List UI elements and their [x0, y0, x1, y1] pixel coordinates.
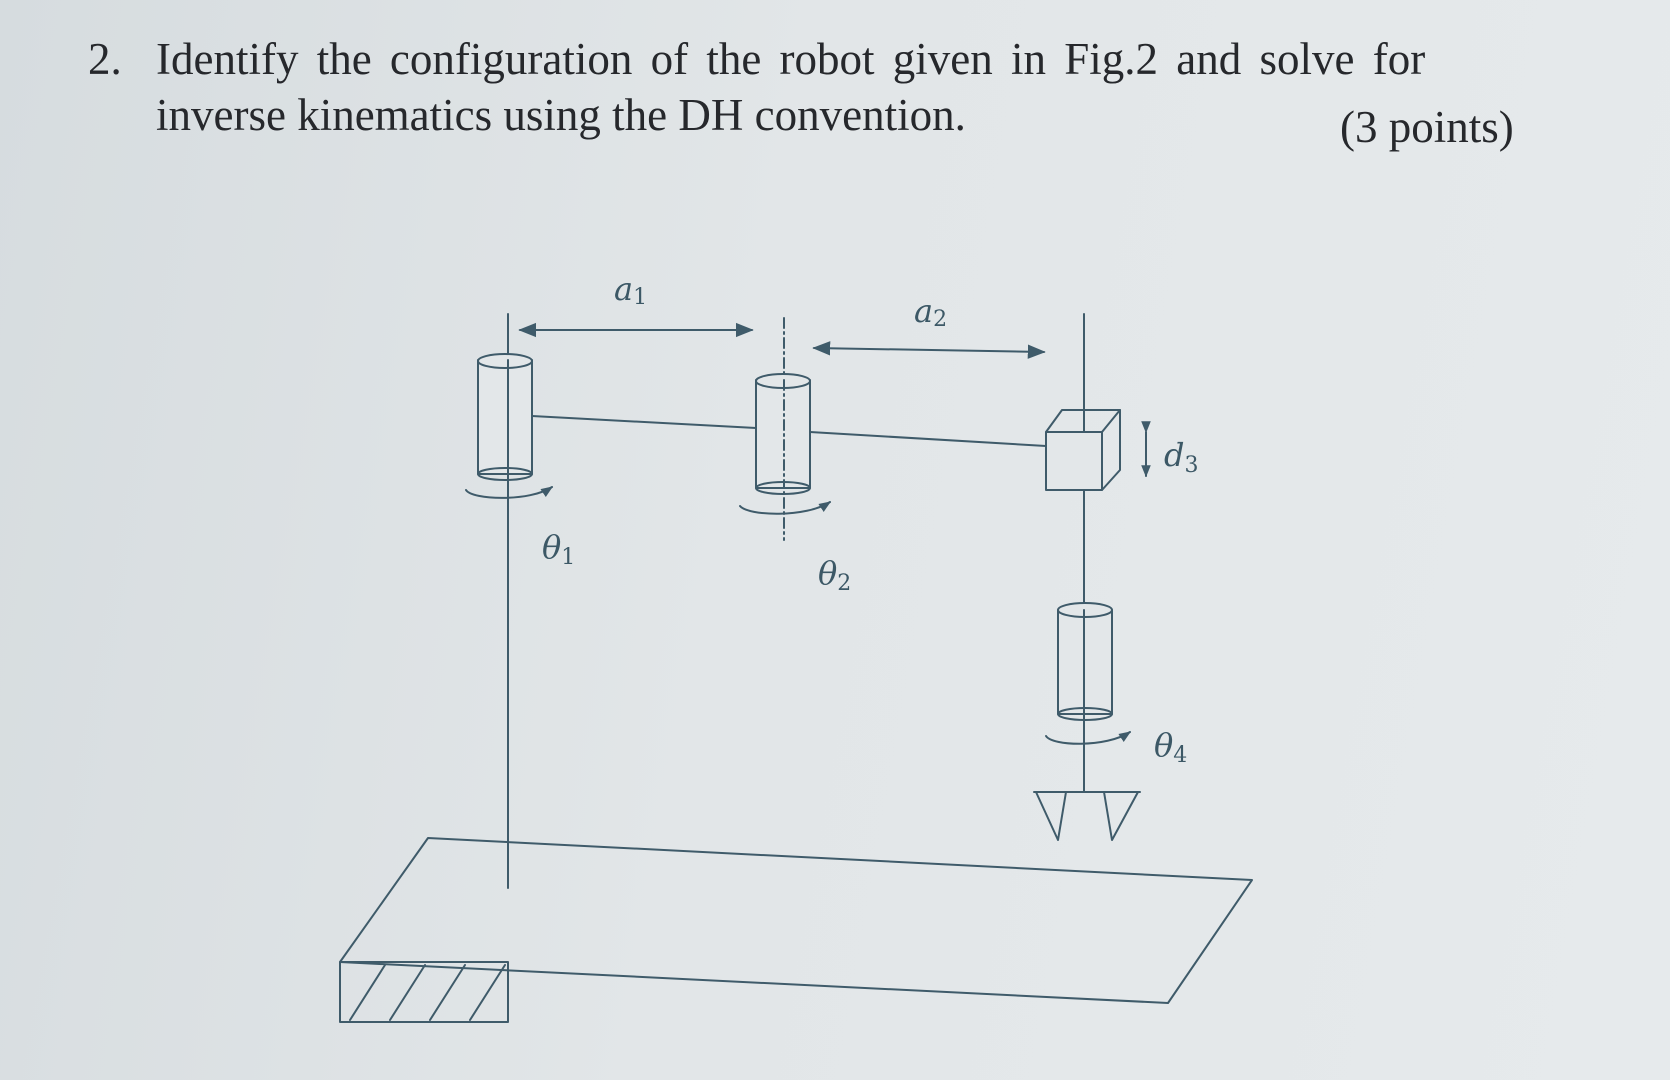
label-a1: a1: [614, 270, 647, 310]
question-text-line-1: Identify the configuration of the robot …: [156, 34, 1426, 84]
label-a2: a2: [914, 292, 947, 332]
question-number: 2.: [88, 34, 122, 84]
theta4-rotation-arrow: [1045, 731, 1131, 745]
joint2-cylinder: [755, 373, 811, 495]
label-theta4: θ4: [1154, 726, 1187, 768]
ground-hatching: [349, 964, 506, 1021]
a2-dimension-arrow: [812, 341, 1046, 359]
joint1-cylinder: [477, 353, 533, 481]
label-theta2: θ2: [818, 554, 851, 596]
theta1-rotation-arrow: [465, 486, 553, 499]
base-plate: [339, 837, 1253, 1004]
theta2-rotation-arrow: [739, 501, 831, 515]
link2: [809, 431, 1047, 447]
prismatic-joint-cube: [1045, 409, 1121, 491]
question-points: (3 points): [1340, 102, 1514, 152]
gripper: [1033, 791, 1141, 841]
label-theta1: θ1: [542, 528, 575, 570]
label-d3: d3: [1164, 436, 1198, 478]
question-text-line-2: inverse kinematics using the DH conventi…: [156, 90, 966, 140]
link1: [531, 415, 757, 429]
joint4-cylinder: [1057, 602, 1113, 721]
ground-block: [339, 961, 509, 1023]
